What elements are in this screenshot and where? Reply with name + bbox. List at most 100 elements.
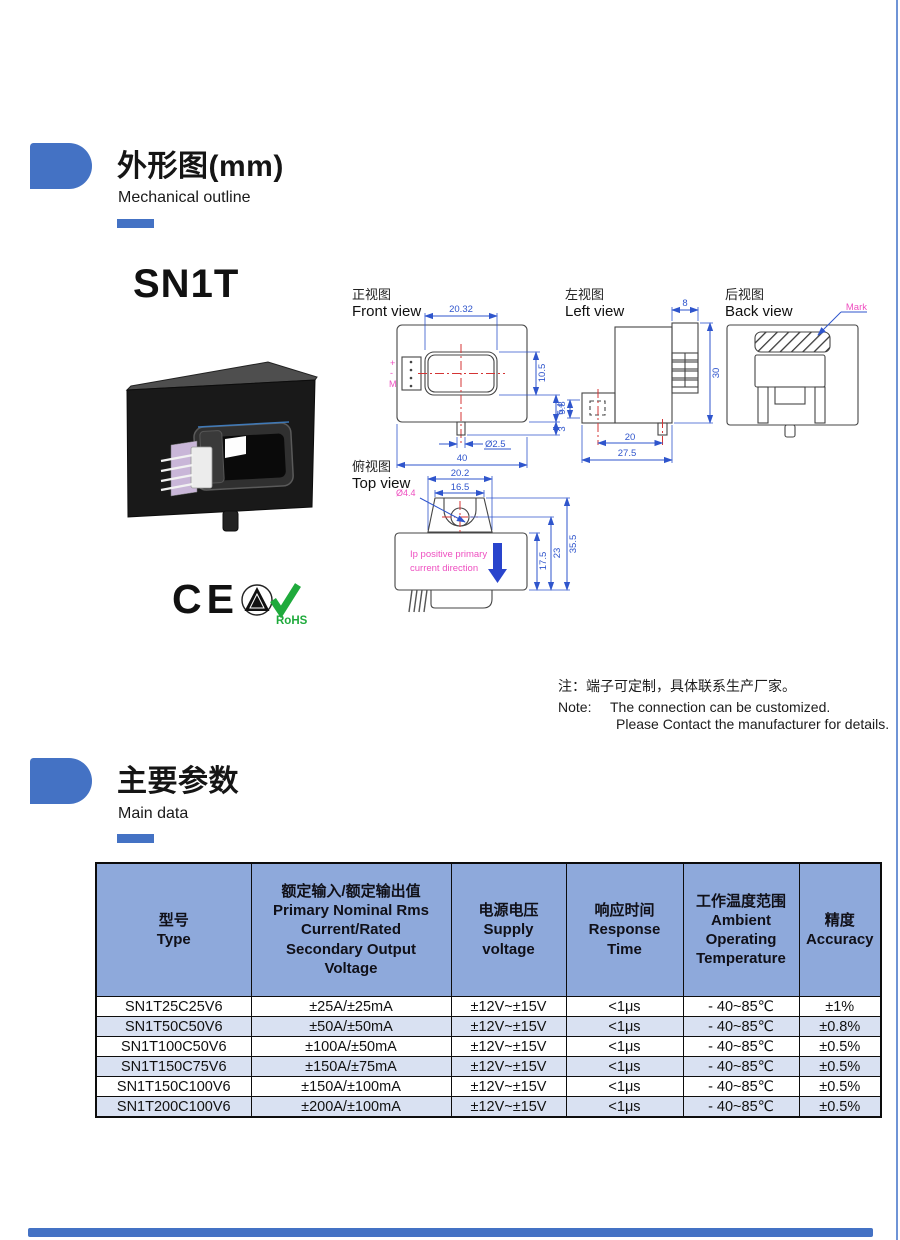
left-dim-height: 30 (711, 368, 722, 379)
table-row: SN1T150C75V6 ±150A/±75mA ±12V~±15V <1μs … (95, 1056, 882, 1077)
top-dim-total-depth: 35.5 (568, 535, 579, 554)
table-row: SN1T50C50V6 ±50A/±50mA ±12V~±15V <1μs - … (95, 1016, 882, 1037)
certification-marks: CE RoHS (172, 576, 308, 627)
cell-accuracy: ±1% (798, 996, 882, 1017)
back-view-label-cn: 后视图 (725, 287, 765, 302)
top-dim-hole: Ø4.4 (396, 488, 416, 498)
front-pin-m-label: M (389, 379, 397, 389)
cell-response: <1μs (565, 1076, 684, 1097)
front-dim-bottom-offset: 9.8 (557, 401, 568, 414)
section-data-subtitle: Main data (118, 805, 189, 822)
cell-supply: ±12V~±15V (450, 1076, 567, 1097)
section-accent-underline-2 (117, 834, 154, 843)
left-view-drawing: 8 30 5.4 20 27.5 (555, 298, 722, 464)
section-accent-shape-2 (30, 758, 92, 804)
cell-primary: ±25A/±25mA (250, 996, 452, 1017)
cell-supply: ±12V~±15V (450, 996, 567, 1017)
rohs-label: RoHS (276, 615, 308, 627)
cell-response: <1μs (565, 1036, 684, 1057)
note-text-en-line2: Please Contact the manufacturer for deta… (616, 716, 890, 732)
product-window (193, 421, 294, 491)
front-view-label-en: Front view (352, 302, 422, 320)
front-pin-minus-label: - (390, 368, 393, 378)
cell-temperature: - 40~85℃ (682, 1016, 800, 1037)
rohs-check-icon (270, 583, 301, 619)
left-dim-depth: 27.5 (618, 448, 637, 459)
top-dim-outer-width: 20.2 (451, 468, 470, 479)
cell-supply: ±12V~±15V (450, 1016, 567, 1037)
cell-response: <1μs (565, 996, 684, 1017)
front-view-drawing: + - M 20.32 10.5 9.8 3 Ø2.5 40 (389, 304, 568, 469)
cell-response: <1μs (565, 1016, 684, 1037)
cell-temperature: - 40~85℃ (682, 1036, 800, 1057)
front-dim-pin-length: 3 (557, 426, 568, 431)
left-dim-hole-height: 5.4 (555, 403, 565, 415)
cell-supply: ±12V~±15V (450, 1056, 567, 1077)
cell-type: SN1T150C100V6 (95, 1076, 252, 1097)
table-row: SN1T200C100V6 ±200A/±100mA ±12V~±15V <1μ… (95, 1096, 882, 1118)
top-direction-note-line1: Ip positive primary (410, 549, 487, 560)
section-outline-title: 外形图(mm) (117, 150, 284, 183)
left-dim-pitch: 20 (625, 432, 636, 443)
note-text-cn: 注：端子可定制，具体联系生产厂家。 (558, 678, 796, 694)
left-view-label-cn: 左视图 (565, 287, 605, 302)
front-view-label: 正视图 Front view (352, 287, 422, 320)
cell-accuracy: ±0.5% (798, 1036, 882, 1057)
section-accent-underline (117, 219, 154, 228)
section-outline-subtitle: Mechanical outline (118, 189, 251, 206)
back-view-label-en: Back view (725, 302, 793, 320)
ce-mark-text: CE (172, 576, 239, 622)
cell-primary: ±200A/±100mA (250, 1096, 452, 1118)
table-row: SN1T25C25V6 ±25A/±25mA ±12V~±15V <1μs - … (95, 996, 882, 1017)
cell-primary: ±150A/±100mA (250, 1076, 452, 1097)
back-view-drawing: Mark (726, 302, 867, 438)
cell-primary: ±100A/±50mA (250, 1036, 452, 1057)
back-mark-area (754, 331, 831, 353)
cell-accuracy: ±0.5% (798, 1056, 882, 1077)
table-row: SN1T150C100V6 ±150A/±100mA ±12V~±15V <1μ… (95, 1076, 882, 1097)
cell-temperature: - 40~85℃ (682, 996, 800, 1017)
note-block: 注：端子可定制，具体联系生产厂家。 Note: The connection c… (558, 678, 898, 734)
back-view-label: 后视图 Back view (725, 287, 793, 320)
cell-temperature: - 40~85℃ (682, 1056, 800, 1077)
left-dim-connector-width: 8 (682, 298, 687, 309)
front-view-label-cn: 正视图 (352, 287, 392, 302)
top-dim-body-depth: 17.5 (538, 552, 549, 571)
cell-type: SN1T150C75V6 (95, 1056, 252, 1077)
product-image (125, 361, 318, 532)
table-row: SN1T100C50V6 ±100A/±50mA ±12V~±15V <1μs … (95, 1036, 882, 1057)
left-view-label-en: Left view (565, 302, 625, 320)
cell-supply: ±12V~±15V (450, 1036, 567, 1057)
left-view-label: 左视图 Left view (565, 287, 625, 320)
esd-warning-icon (241, 584, 273, 616)
cell-type: SN1T100C50V6 (95, 1036, 252, 1057)
top-dim-inner-width: 16.5 (451, 482, 470, 493)
back-mark-label: Mark (846, 302, 867, 313)
cell-accuracy: ±0.8% (798, 1016, 882, 1037)
front-dim-window-width: 20.32 (449, 304, 473, 315)
cell-temperature: - 40~85℃ (682, 1076, 800, 1097)
top-view-label: 俯视图 Top view (352, 459, 410, 492)
cell-accuracy: ±0.5% (798, 1076, 882, 1097)
top-dim-hole-depth: 23 (552, 548, 563, 559)
cell-response: <1μs (565, 1096, 684, 1118)
front-pin-plus-label: + (390, 358, 395, 368)
note-label: Note: (558, 698, 592, 715)
section-accent-shape (30, 143, 92, 189)
top-view-drawing: 20.2 16.5 Ø4.4 Ip positive primary curre… (394, 468, 579, 613)
cell-temperature: - 40~85℃ (682, 1096, 800, 1118)
cell-accuracy: ±0.5% (798, 1096, 882, 1118)
cell-supply: ±12V~±15V (450, 1096, 567, 1118)
cell-type: SN1T25C25V6 (95, 996, 252, 1017)
cell-primary: ±150A/±75mA (250, 1056, 452, 1077)
page-footer-bar (28, 1228, 873, 1237)
product-connector (160, 440, 213, 497)
